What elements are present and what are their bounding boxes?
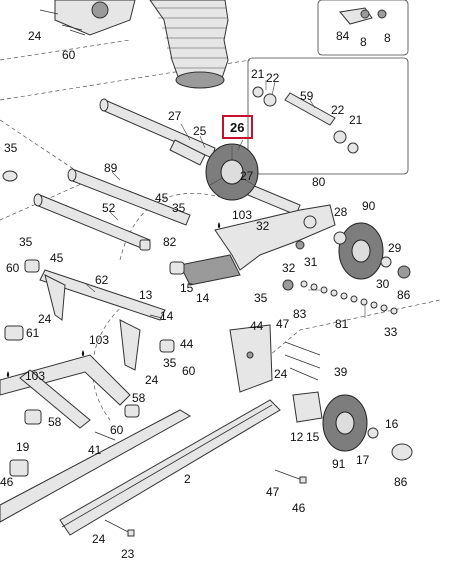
label-24: 24 <box>28 29 42 43</box>
label-23: 23 <box>121 547 135 561</box>
label-39: 39 <box>334 365 348 379</box>
idler-wheel-90 <box>333 222 411 280</box>
label-47: 47 <box>266 485 280 499</box>
label-35: 35 <box>172 201 186 215</box>
label-32: 32 <box>282 261 296 275</box>
label-103: 103 <box>25 369 45 383</box>
label-47: 47 <box>276 317 290 331</box>
label-27: 27 <box>168 109 182 123</box>
label-24: 24 <box>38 312 52 326</box>
label-60: 60 <box>110 423 124 437</box>
label-33: 33 <box>384 325 398 339</box>
label-46: 46 <box>0 475 14 489</box>
label-16: 16 <box>385 417 399 431</box>
oil-drop-icon <box>217 222 221 228</box>
swing-arm <box>179 204 336 286</box>
label-26: 26 <box>230 120 244 135</box>
label-86: 86 <box>394 475 408 489</box>
label-28: 28 <box>334 205 348 219</box>
label-45: 45 <box>155 191 169 205</box>
label-80: 80 <box>312 175 326 189</box>
label-45: 45 <box>50 251 64 265</box>
label-31: 31 <box>304 255 318 269</box>
label-91: 91 <box>332 457 346 471</box>
label-27: 27 <box>240 169 254 183</box>
label-24: 24 <box>145 373 159 387</box>
label-8: 8 <box>360 35 367 49</box>
shock-spring <box>149 0 229 89</box>
label-44: 44 <box>250 319 264 333</box>
label-32: 32 <box>256 219 270 233</box>
label-90: 90 <box>362 199 376 213</box>
label-84: 84 <box>336 29 350 43</box>
label-58: 58 <box>132 391 146 405</box>
label-21: 21 <box>251 67 265 81</box>
rear-arm <box>0 274 141 429</box>
label-86: 86 <box>397 288 411 302</box>
slide-rail <box>0 399 281 536</box>
label-82: 82 <box>163 235 177 249</box>
label-81: 81 <box>335 317 349 331</box>
label-19: 19 <box>16 440 30 454</box>
label-35: 35 <box>254 291 268 305</box>
label-44: 44 <box>180 337 194 351</box>
idler-wheel-91 <box>292 391 413 461</box>
label-60: 60 <box>62 48 76 62</box>
label-12: 12 <box>290 430 304 444</box>
label-15: 15 <box>306 430 320 444</box>
label-22: 22 <box>266 71 280 85</box>
label-35: 35 <box>163 356 177 370</box>
label-52: 52 <box>102 201 116 215</box>
washer-row <box>282 279 398 315</box>
bracket-plate <box>229 324 273 393</box>
cross-shafts <box>33 98 301 321</box>
label-41: 41 <box>88 443 102 457</box>
label-83: 83 <box>293 307 307 321</box>
label-24: 24 <box>92 532 106 546</box>
oil-drop-icon <box>81 350 85 356</box>
label-35: 35 <box>4 141 18 155</box>
label-17: 17 <box>356 453 370 467</box>
label-22: 22 <box>331 103 345 117</box>
inset-top <box>317 0 409 56</box>
label-29: 29 <box>388 241 402 255</box>
highlight-box <box>222 115 253 139</box>
label-24: 24 <box>274 367 288 381</box>
left-bushings <box>2 170 185 477</box>
oil-drop-icon <box>6 371 10 377</box>
leader-lines <box>85 80 366 318</box>
label-25: 25 <box>193 124 207 138</box>
label-58: 58 <box>48 415 62 429</box>
label-46: 46 <box>292 501 306 515</box>
label-103: 103 <box>232 208 252 222</box>
label-13: 13 <box>139 288 153 302</box>
idler-wheel-26 <box>205 143 259 201</box>
bolts <box>69 29 321 537</box>
label-59: 59 <box>300 89 314 103</box>
grease-points <box>6 222 221 377</box>
label-62: 62 <box>95 273 109 287</box>
label-89: 89 <box>104 161 118 175</box>
part-labels: 26 24 60 84 8 8 21 22 59 22 21 27 25 35 … <box>0 29 411 561</box>
top-bracket <box>39 0 136 36</box>
label-35: 35 <box>19 235 33 249</box>
label-14: 14 <box>160 309 174 323</box>
label-21: 21 <box>349 113 363 127</box>
label-2: 2 <box>184 472 191 486</box>
label-60: 60 <box>182 364 196 378</box>
label-15: 15 <box>180 281 194 295</box>
label-30: 30 <box>376 277 390 291</box>
label-8: 8 <box>384 31 391 45</box>
label-61: 61 <box>26 326 40 340</box>
label-14: 14 <box>196 291 210 305</box>
label-103: 103 <box>89 333 109 347</box>
label-60: 60 <box>6 261 20 275</box>
